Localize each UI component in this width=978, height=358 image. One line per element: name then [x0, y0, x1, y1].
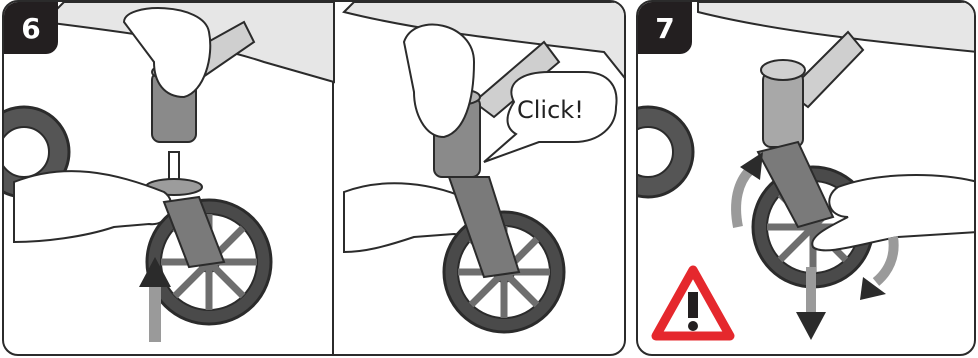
hand-top-right — [404, 25, 474, 137]
socket-housing-7 — [761, 60, 805, 147]
hand-top-left — [124, 8, 210, 97]
hand-bottom-left — [14, 171, 171, 242]
step-6-panel: 6 — [2, 0, 626, 356]
stroller-frame-7 — [698, 2, 976, 107]
step-7-illustration — [638, 2, 976, 356]
step-6-badge: 6 — [4, 2, 58, 54]
front-wheel-right — [444, 177, 564, 332]
step-7-badge: 7 — [638, 2, 692, 54]
click-text: Click! — [517, 96, 584, 124]
rear-wheel-7 — [638, 107, 693, 197]
step-7-panel: 7 — [636, 0, 976, 356]
front-wheel-left — [147, 197, 271, 324]
warning-triangle-icon — [656, 270, 730, 336]
step-6-illustration: Click! — [4, 2, 626, 356]
